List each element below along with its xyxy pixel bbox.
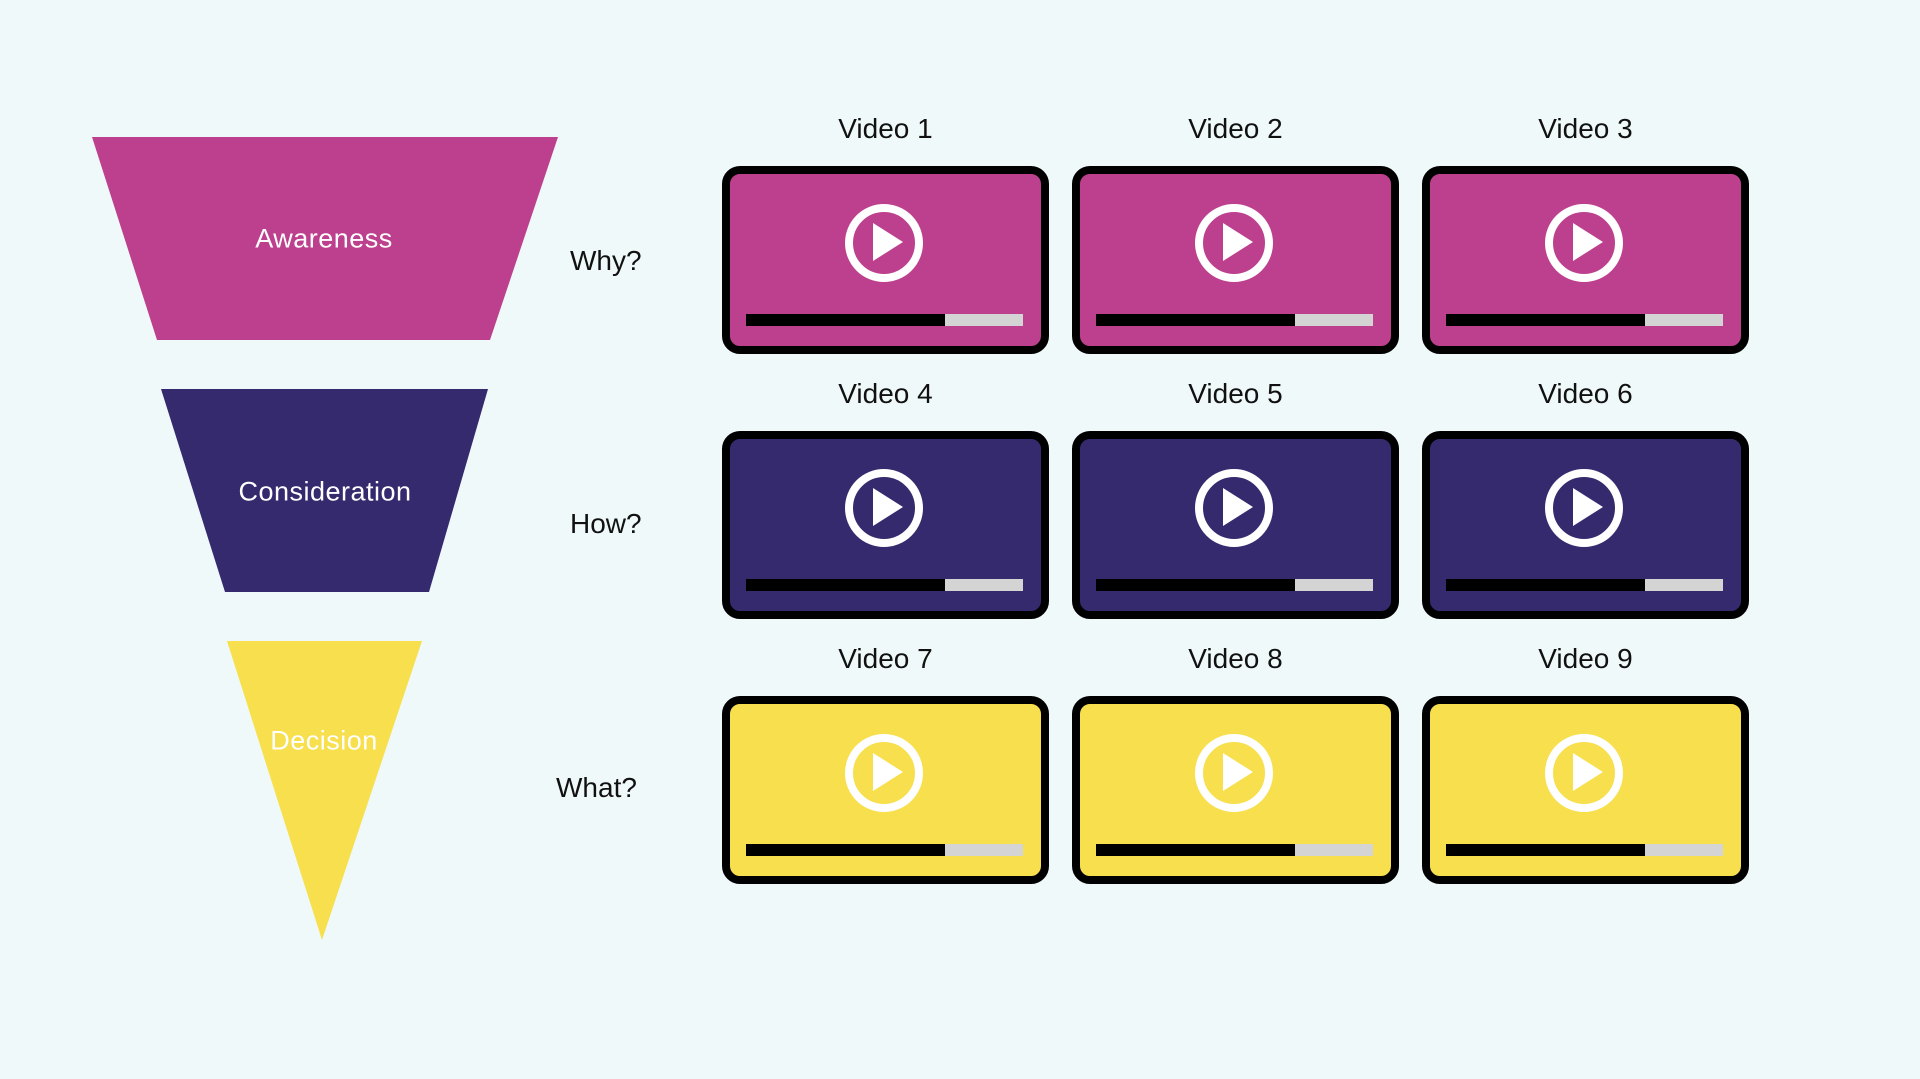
video-progress-fill xyxy=(746,314,946,326)
video-card[interactable] xyxy=(1422,166,1749,354)
play-button-icon[interactable] xyxy=(1195,204,1273,282)
play-button-icon[interactable] xyxy=(1545,734,1623,812)
video-label: Video 3 xyxy=(1538,113,1633,144)
video-progress-fill xyxy=(1096,579,1296,591)
video-card[interactable] xyxy=(722,696,1049,884)
question-why: Why? xyxy=(570,245,642,276)
video-card[interactable] xyxy=(1072,431,1399,619)
funnel-consideration xyxy=(161,389,488,592)
video-progress-bar[interactable] xyxy=(1446,844,1723,856)
video-card[interactable] xyxy=(1422,696,1749,884)
question-how: How? xyxy=(570,508,642,539)
video-progress-fill xyxy=(746,844,946,856)
question-what: What? xyxy=(556,772,637,803)
video-label: Video 2 xyxy=(1188,113,1283,144)
video-progress-fill xyxy=(1096,844,1296,856)
video-progress-bar[interactable] xyxy=(1446,579,1723,591)
video-card[interactable] xyxy=(1072,696,1399,884)
video-progress-bar[interactable] xyxy=(746,314,1023,326)
funnel-awareness xyxy=(92,137,558,340)
video-progress-fill xyxy=(1096,314,1296,326)
video-card[interactable] xyxy=(722,431,1049,619)
video-progress-bar[interactable] xyxy=(1096,579,1373,591)
video-progress-bar[interactable] xyxy=(746,844,1023,856)
play-button-icon[interactable] xyxy=(845,204,923,282)
stage-label-awareness: Awareness xyxy=(255,223,393,254)
video-progress-bar[interactable] xyxy=(1096,314,1373,326)
video-progress-bar[interactable] xyxy=(1096,844,1373,856)
video-card[interactable] xyxy=(1072,166,1399,354)
play-button-icon[interactable] xyxy=(1545,469,1623,547)
stage-label-decision: Decision xyxy=(270,725,378,756)
video-label: Video 9 xyxy=(1538,643,1633,674)
video-progress-fill xyxy=(746,579,946,591)
funnel-diagram xyxy=(92,137,558,940)
video-label: Video 1 xyxy=(838,113,933,144)
play-button-icon[interactable] xyxy=(1195,469,1273,547)
video-card[interactable] xyxy=(722,166,1049,354)
video-label: Video 8 xyxy=(1188,643,1283,674)
video-card[interactable] xyxy=(1422,431,1749,619)
funnel-decision xyxy=(227,641,422,940)
video-label: Video 7 xyxy=(838,643,933,674)
video-progress-bar[interactable] xyxy=(1446,314,1723,326)
stage-label-consideration: Consideration xyxy=(238,476,412,507)
play-button-icon[interactable] xyxy=(845,734,923,812)
video-label: Video 6 xyxy=(1538,378,1633,409)
video-label: Video 5 xyxy=(1188,378,1283,409)
play-button-icon[interactable] xyxy=(1195,734,1273,812)
video-progress-fill xyxy=(1446,844,1646,856)
play-button-icon[interactable] xyxy=(845,469,923,547)
play-button-icon[interactable] xyxy=(1545,204,1623,282)
video-label: Video 4 xyxy=(838,378,933,409)
video-progress-fill xyxy=(1446,579,1646,591)
video-progress-fill xyxy=(1446,314,1646,326)
video-progress-bar[interactable] xyxy=(746,579,1023,591)
